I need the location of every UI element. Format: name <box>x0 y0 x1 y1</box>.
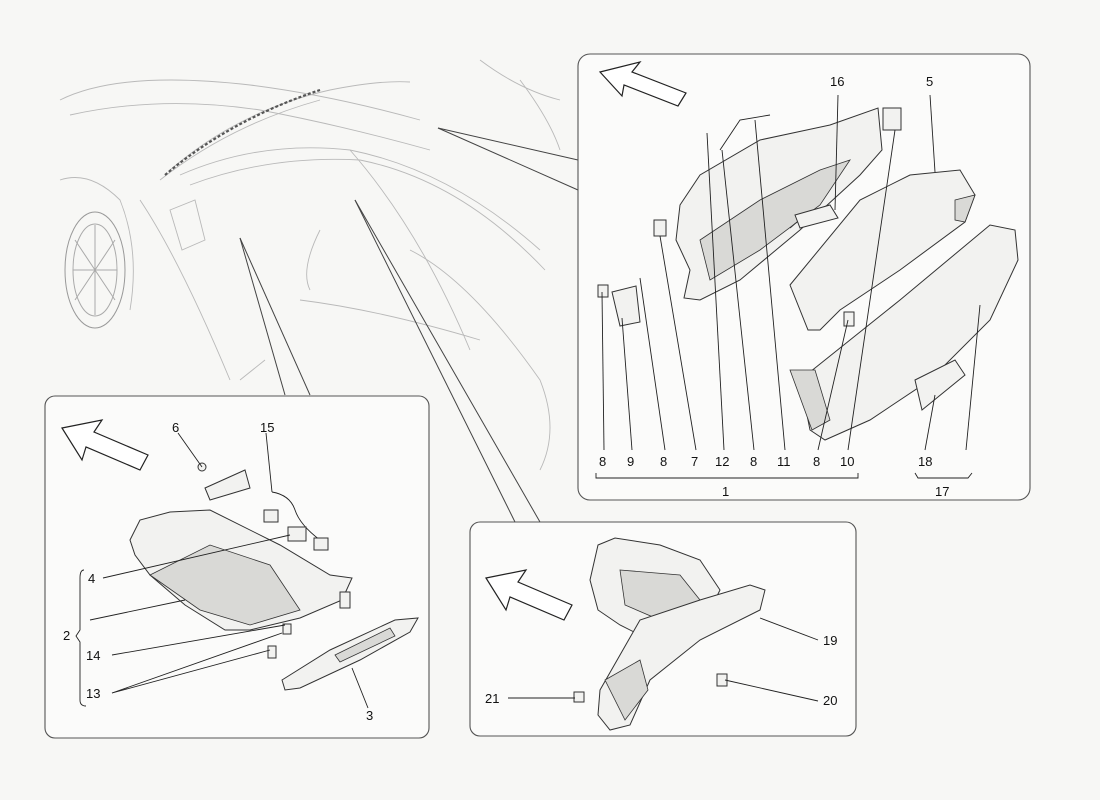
direction-arrow-icon <box>485 569 573 621</box>
callout-11: 11 <box>777 454 791 469</box>
callout-13: 13 <box>86 686 100 701</box>
callout-3: 3 <box>366 708 373 723</box>
callout-18: 18 <box>918 454 932 469</box>
callout-2: 2 <box>63 628 70 643</box>
callout-8-c: 8 <box>750 454 757 469</box>
panel-b-leaders <box>75 432 369 709</box>
callout-17: 17 <box>935 484 949 499</box>
callout-14: 14 <box>86 648 100 663</box>
callout-10: 10 <box>840 454 854 469</box>
direction-arrow-icon <box>598 60 687 107</box>
lamp-wiring <box>263 491 329 551</box>
panel-c-leaders <box>508 617 819 702</box>
callout-6: 6 <box>172 420 179 435</box>
direction-arrow-icon <box>61 419 149 471</box>
panel-glovebox-compartment: 19 20 21 <box>469 521 857 737</box>
wheel-sketch <box>64 211 126 329</box>
glovebox-shell <box>789 169 976 331</box>
support-bracket <box>675 107 902 301</box>
callout-1: 1 <box>722 484 729 499</box>
callout-21: 21 <box>485 691 499 706</box>
small-fasteners <box>597 204 966 411</box>
callout-12: 12 <box>715 454 729 469</box>
callout-19: 19 <box>823 633 837 648</box>
callout-7: 7 <box>691 454 698 469</box>
panel-a-leaders <box>595 94 981 479</box>
panel-glovebox-lighting: 6 15 4 2 14 13 3 <box>44 395 430 739</box>
callout-8-a: 8 <box>599 454 606 469</box>
callout-4: 4 <box>88 571 95 586</box>
zoom-leaders <box>239 127 579 523</box>
glovebox-body <box>129 509 353 659</box>
callout-15: 15 <box>260 420 274 435</box>
storage-compartment <box>573 537 766 731</box>
callout-8-b: 8 <box>660 454 667 469</box>
glovebox-door <box>789 224 1019 441</box>
car-background-sketch <box>59 59 561 471</box>
glovebox-handle <box>281 617 419 691</box>
callout-5: 5 <box>926 74 933 89</box>
callout-9: 9 <box>627 454 634 469</box>
callout-8-d: 8 <box>813 454 820 469</box>
callout-20: 20 <box>823 693 837 708</box>
callout-16: 16 <box>830 74 844 89</box>
panel-instrument-panel-assembly: 8 9 8 7 12 8 11 8 10 18 16 5 1 17 <box>577 53 1031 501</box>
